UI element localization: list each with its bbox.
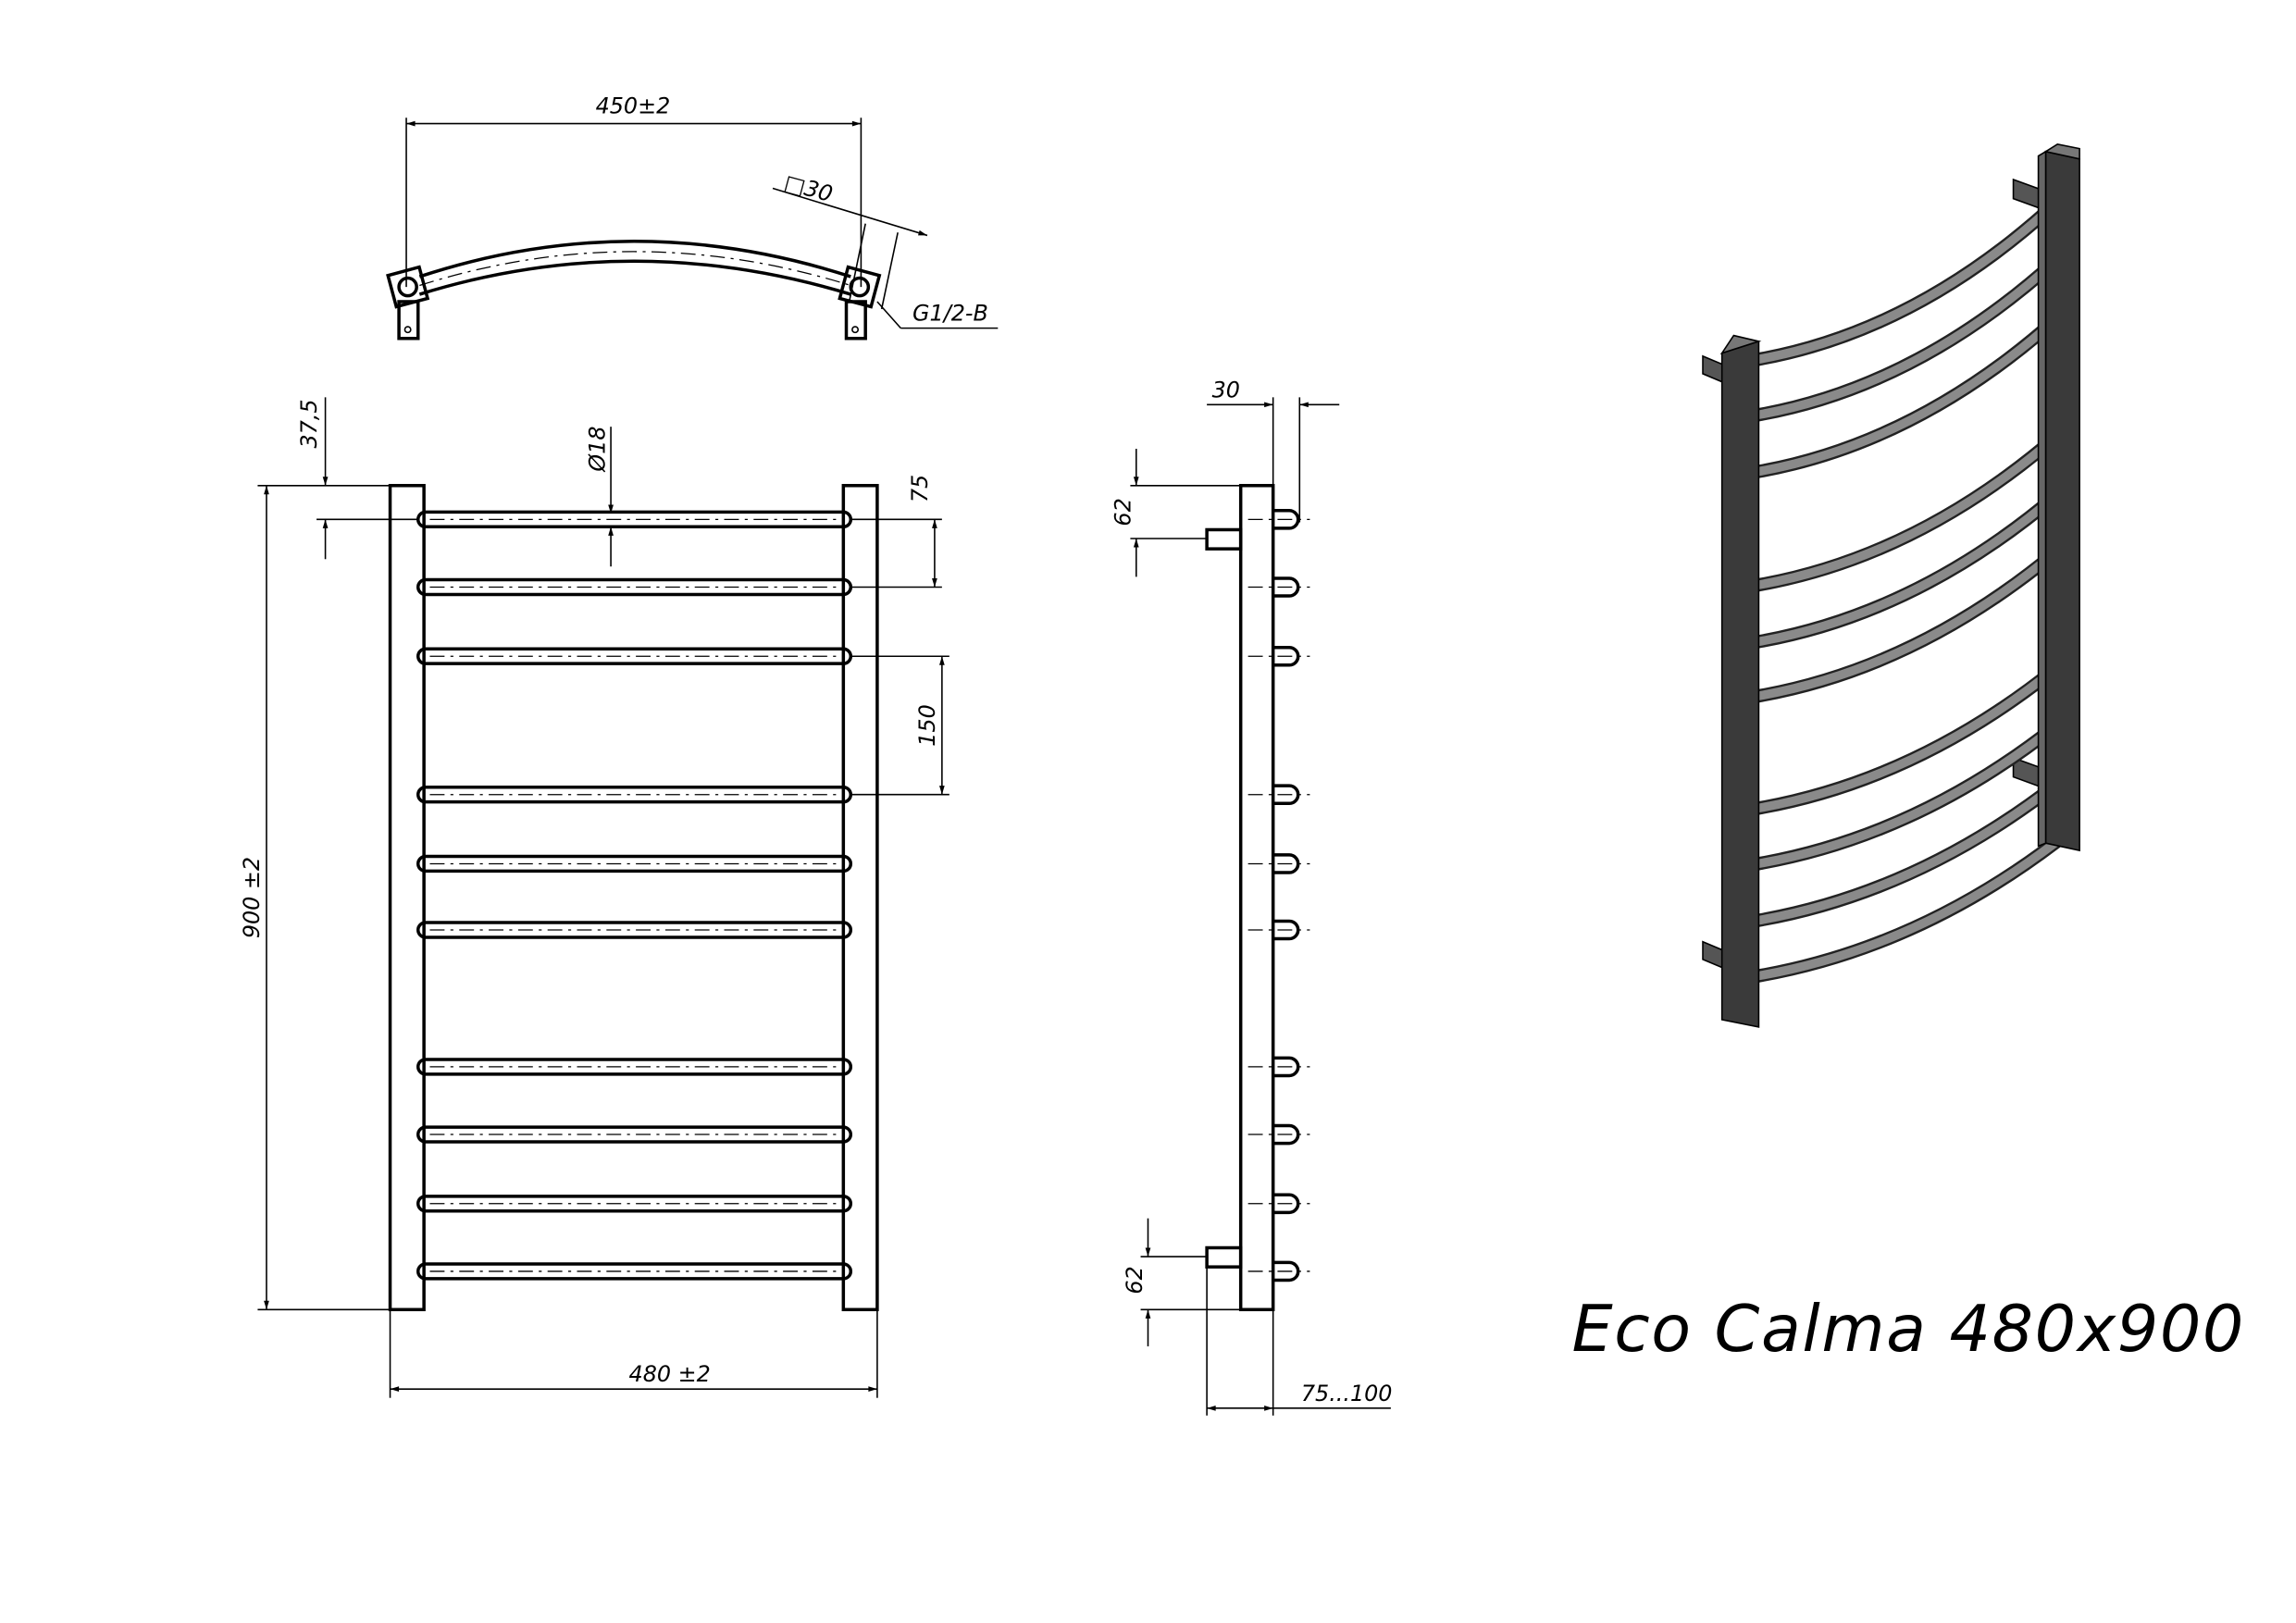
towel-bar — [416, 1262, 853, 1281]
dimension-connection-top: 62 — [1110, 498, 1136, 526]
dimension-bar-diameter: Ø18 — [585, 426, 611, 472]
render-bar — [1744, 312, 2063, 480]
render-left-post — [1720, 340, 1760, 1028]
dimension-top-offset: 37,5 — [296, 399, 322, 448]
dimension-wall-distance: 75...100 — [1301, 1381, 1393, 1406]
side-post — [1238, 484, 1275, 1312]
bottom-connection — [1205, 1245, 1243, 1269]
dimension-bar-pitch-small: 75 — [907, 475, 933, 502]
render-right-post — [2044, 150, 2080, 852]
towel-bar — [416, 510, 853, 529]
render-bar-highlight — [1746, 780, 2061, 926]
dimension-side-depth: 30 — [1212, 377, 1240, 403]
render-bar-highlight — [1746, 663, 2061, 814]
render-bar-highlight — [1746, 547, 2061, 702]
render-right-post-top — [2043, 142, 2080, 160]
dimension-top-width: 450±2 — [596, 93, 671, 118]
render-bar — [1744, 489, 2063, 650]
dimension-total-width: 480 ±2 — [629, 1361, 711, 1387]
dimension-bar-pitch-large: 150 — [914, 704, 940, 747]
render-right-post-side — [2037, 150, 2047, 848]
front-view: 900 ±2 37,5 Ø18 75 150 480 ±2 — [239, 397, 949, 1398]
side-view: 30 62 62 75...100 — [1110, 377, 1393, 1416]
dimension-connection-bottom: 62 — [1122, 1266, 1148, 1294]
towel-bar — [416, 647, 853, 665]
dimension-thread: G1/2-B — [912, 301, 988, 327]
render-bar — [1744, 254, 2063, 423]
towel-bar — [416, 786, 853, 804]
render-bar-highlight — [1746, 837, 2061, 982]
product-render — [1702, 142, 2080, 1028]
towel-bar — [416, 854, 853, 873]
render-bar-highlight — [1746, 432, 2061, 591]
towel-bar — [416, 1058, 853, 1076]
render-bar-highlight — [1746, 198, 2061, 365]
render-bar-highlight — [1746, 721, 2061, 870]
towel-bar — [416, 1195, 853, 1213]
towel-bar — [416, 577, 853, 597]
towel-bar — [416, 1125, 853, 1144]
render-bar — [1744, 196, 2063, 367]
dimension-square-profile: □30 — [781, 169, 835, 207]
top-connection — [1205, 527, 1243, 551]
render-bar-highlight — [1746, 315, 2061, 477]
product-title: Eco Calma 480x900 — [1571, 1292, 2245, 1367]
render-bar-highlight — [1746, 255, 2061, 421]
left-post — [388, 484, 426, 1312]
render-left-post-top — [1719, 334, 1762, 355]
right-post — [841, 484, 879, 1312]
dimension-total-height: 900 ±2 — [239, 857, 265, 938]
top-view: 450±2 □30 G1/2-B — [386, 93, 999, 341]
towel-bar — [416, 921, 853, 939]
render-bar-highlight — [1746, 490, 2061, 648]
